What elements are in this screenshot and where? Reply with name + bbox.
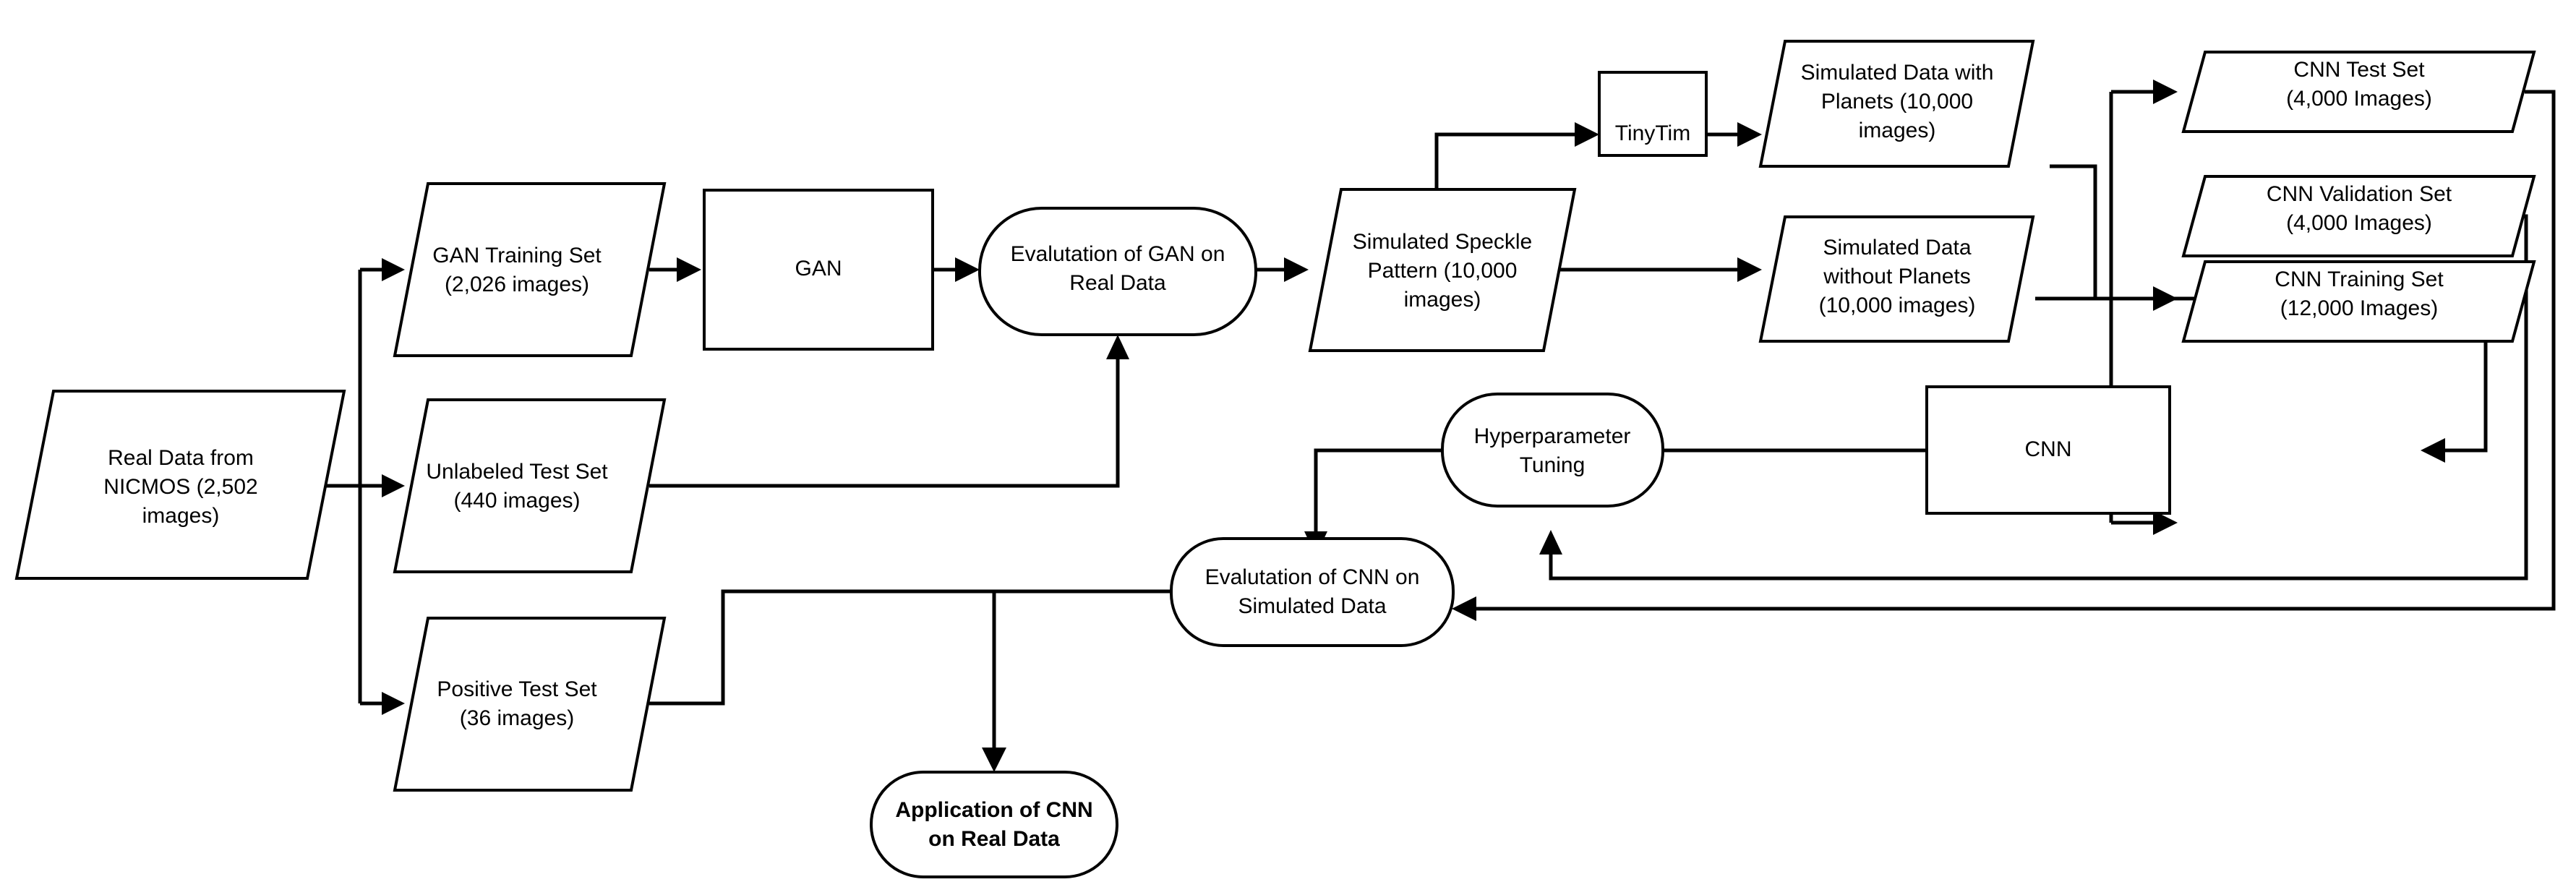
cnn-label: CNN (2025, 437, 2072, 461)
hyperparameter-tuning-label-line2: Tuning (1520, 453, 1586, 477)
arrowhead-unlabeled (382, 474, 405, 497)
arrowhead-cnn-validation (2153, 286, 2178, 311)
arrowhead-eval-gan-bottom (1106, 335, 1129, 359)
tinytim-label: TinyTim (1615, 121, 1690, 145)
cnn-validation-set-label-line1: CNN Validation Set (2267, 182, 2452, 206)
sim-with-planets-parallelogram[interactable] (1758, 40, 2035, 168)
edge-unlabeled-to-eval-gan (649, 343, 1120, 488)
arrowhead-sim-with (1737, 122, 1762, 147)
node-real-data[interactable]: Real Data from NICMOS (2,502 images) (14, 390, 346, 580)
node-cnn-training-set[interactable]: CNN Training Set (12,000 Images) (2181, 260, 2536, 343)
arrowhead-sim-without (1737, 257, 1762, 282)
node-tinytim[interactable]: TinyTim (1598, 71, 1708, 157)
cnn-training-set-parallelogram[interactable] (2181, 260, 2536, 343)
node-cnn-validation-set[interactable]: CNN Validation Set (4,000 Images) (2181, 175, 2536, 257)
application-cnn-real-label-line2: on Real Data (928, 827, 1060, 851)
unlabeled-test-set-parallelogram[interactable] (393, 398, 667, 573)
gan-training-set-label-line2: (2,026 images) (445, 273, 589, 296)
arrowhead-eval-cnn-right (1452, 596, 1476, 621)
simulated-speckle-parallelogram[interactable] (1308, 188, 1577, 352)
gan-rectangle[interactable] (703, 189, 934, 351)
cnn-rectangle[interactable] (1925, 385, 2171, 515)
arrowhead-eval-gan (955, 257, 980, 282)
arrowhead-application (982, 748, 1006, 772)
edge-hyper-to-eval-cnn (1314, 448, 1446, 547)
sim-with-planets-label-line1: Simulated Data with (1801, 61, 1994, 85)
gan-training-set-parallelogram[interactable] (393, 182, 667, 357)
arrowhead-cnn-box (2421, 438, 2445, 463)
hyperparameter-tuning-rounded[interactable] (1441, 393, 1664, 508)
cnn-training-set-label-line2: (12,000 Images) (2280, 296, 2438, 320)
node-hyperparameter-tuning[interactable]: Hyperparameter Tuning (1441, 393, 1664, 508)
node-layer: Real Data from NICMOS (2,502 images) GAN… (14, 40, 2536, 878)
node-positive-test-set[interactable]: Positive Test Set (36 images) (393, 617, 667, 792)
cnn-test-set-label-line2: (4,000 Images) (2286, 87, 2432, 111)
real-data-label-line3: images) (142, 504, 220, 528)
sim-without-planets-parallelogram[interactable] (1758, 215, 2035, 343)
node-simulated-speckle[interactable]: Simulated Speckle Pattern (10,000 images… (1308, 188, 1577, 352)
node-cnn[interactable]: CNN (1925, 385, 2171, 515)
cnn-validation-set-parallelogram[interactable] (2181, 175, 2536, 257)
edge-speckle-to-tinytim (1434, 132, 1591, 189)
node-cnn-test-set[interactable]: CNN Test Set (4,000 Images) (2181, 51, 2536, 133)
simulated-speckle-label-line1: Simulated Speckle (1353, 230, 1532, 254)
gan-training-set-label-line1: GAN Training Set (432, 244, 602, 267)
arrowhead-cnn-training (2153, 510, 2178, 535)
edge-sim-with-to-merge (2035, 164, 2097, 301)
node-sim-without-planets[interactable]: Simulated Data without Planets (10,000 i… (1758, 215, 2035, 343)
positive-test-set-label-line1: Positive Test Set (437, 677, 597, 701)
sim-with-planets-label-line2: Planets (10,000 (1821, 90, 1973, 114)
arrowhead-hyperparameter-bottom (1539, 530, 1562, 554)
arrowhead-cnn-test (2153, 80, 2178, 104)
eval-cnn-simulated-rounded[interactable] (1170, 537, 1455, 647)
sim-without-planets-label-line2: without Planets (1823, 265, 1970, 288)
arrowhead-speckle (1284, 257, 1309, 282)
unlabeled-test-set-label-line1: Unlabeled Test Set (426, 460, 608, 484)
positive-test-set-label-line2: (36 images) (460, 706, 574, 730)
simulated-speckle-label-line3: images) (1404, 288, 1481, 312)
node-eval-gan-real[interactable]: Evalutation of GAN on Real Data (978, 207, 1257, 336)
cnn-validation-set-label-line2: (4,000 Images) (2286, 211, 2432, 235)
sim-without-planets-label-line3: (10,000 images) (1819, 294, 1976, 317)
arrowhead-tinytim (1575, 122, 1599, 147)
hyperparameter-tuning-label-line1: Hyperparameter (1474, 424, 1631, 448)
real-data-label-line2: NICMOS (2,502 (103, 475, 257, 499)
application-cnn-real-label-line1: Application of CNN (895, 798, 1092, 822)
eval-cnn-simulated-label-line1: Evalutation of CNN on (1205, 565, 1420, 589)
arrowhead-gan-training (382, 258, 405, 281)
edge-positive-to-eval-cnn (649, 589, 1171, 706)
unlabeled-test-set-label-line2: (440 images) (453, 489, 580, 513)
real-data-label-line1: Real Data from (108, 446, 254, 470)
eval-gan-real-label-line1: Evalutation of GAN on (1011, 242, 1225, 266)
gan-label: GAN (795, 257, 842, 281)
tinytim-rectangle[interactable] (1598, 71, 1708, 157)
node-eval-cnn-simulated[interactable]: Evalutation of CNN on Simulated Data (1170, 537, 1455, 647)
cnn-training-set-label-line1: CNN Training Set (2275, 267, 2444, 291)
sim-with-planets-label-line3: images) (1859, 119, 1936, 142)
application-cnn-real-rounded[interactable] (870, 771, 1118, 878)
cnn-test-set-label-line1: CNN Test Set (2293, 58, 2425, 82)
sim-without-planets-label-line1: Simulated Data (1823, 236, 1971, 260)
arrowhead-positive (382, 692, 405, 715)
node-unlabeled-test-set[interactable]: Unlabeled Test Set (440 images) (393, 398, 667, 573)
edge-cnn-test-to-eval-cnn (1460, 90, 2556, 611)
node-gan[interactable]: GAN (703, 189, 934, 351)
positive-test-set-parallelogram[interactable] (393, 617, 667, 792)
real-data-parallelogram[interactable] (14, 390, 346, 580)
node-application-cnn-real[interactable]: Application of CNN on Real Data (870, 771, 1118, 878)
node-sim-with-planets[interactable]: Simulated Data with Planets (10,000 imag… (1758, 40, 2035, 168)
edge-cnn-training-to-cnn (2429, 341, 2488, 453)
eval-cnn-simulated-label-line2: Simulated Data (1238, 594, 1386, 618)
cnn-test-set-parallelogram[interactable] (2181, 51, 2536, 133)
simulated-speckle-label-line2: Pattern (10,000 (1368, 259, 1518, 283)
node-gan-training-set[interactable]: GAN Training Set (2,026 images) (393, 182, 667, 357)
eval-gan-real-label-line2: Real Data (1069, 271, 1166, 295)
eval-gan-real-rounded[interactable] (978, 207, 1257, 336)
arrowhead-gan (677, 257, 701, 282)
